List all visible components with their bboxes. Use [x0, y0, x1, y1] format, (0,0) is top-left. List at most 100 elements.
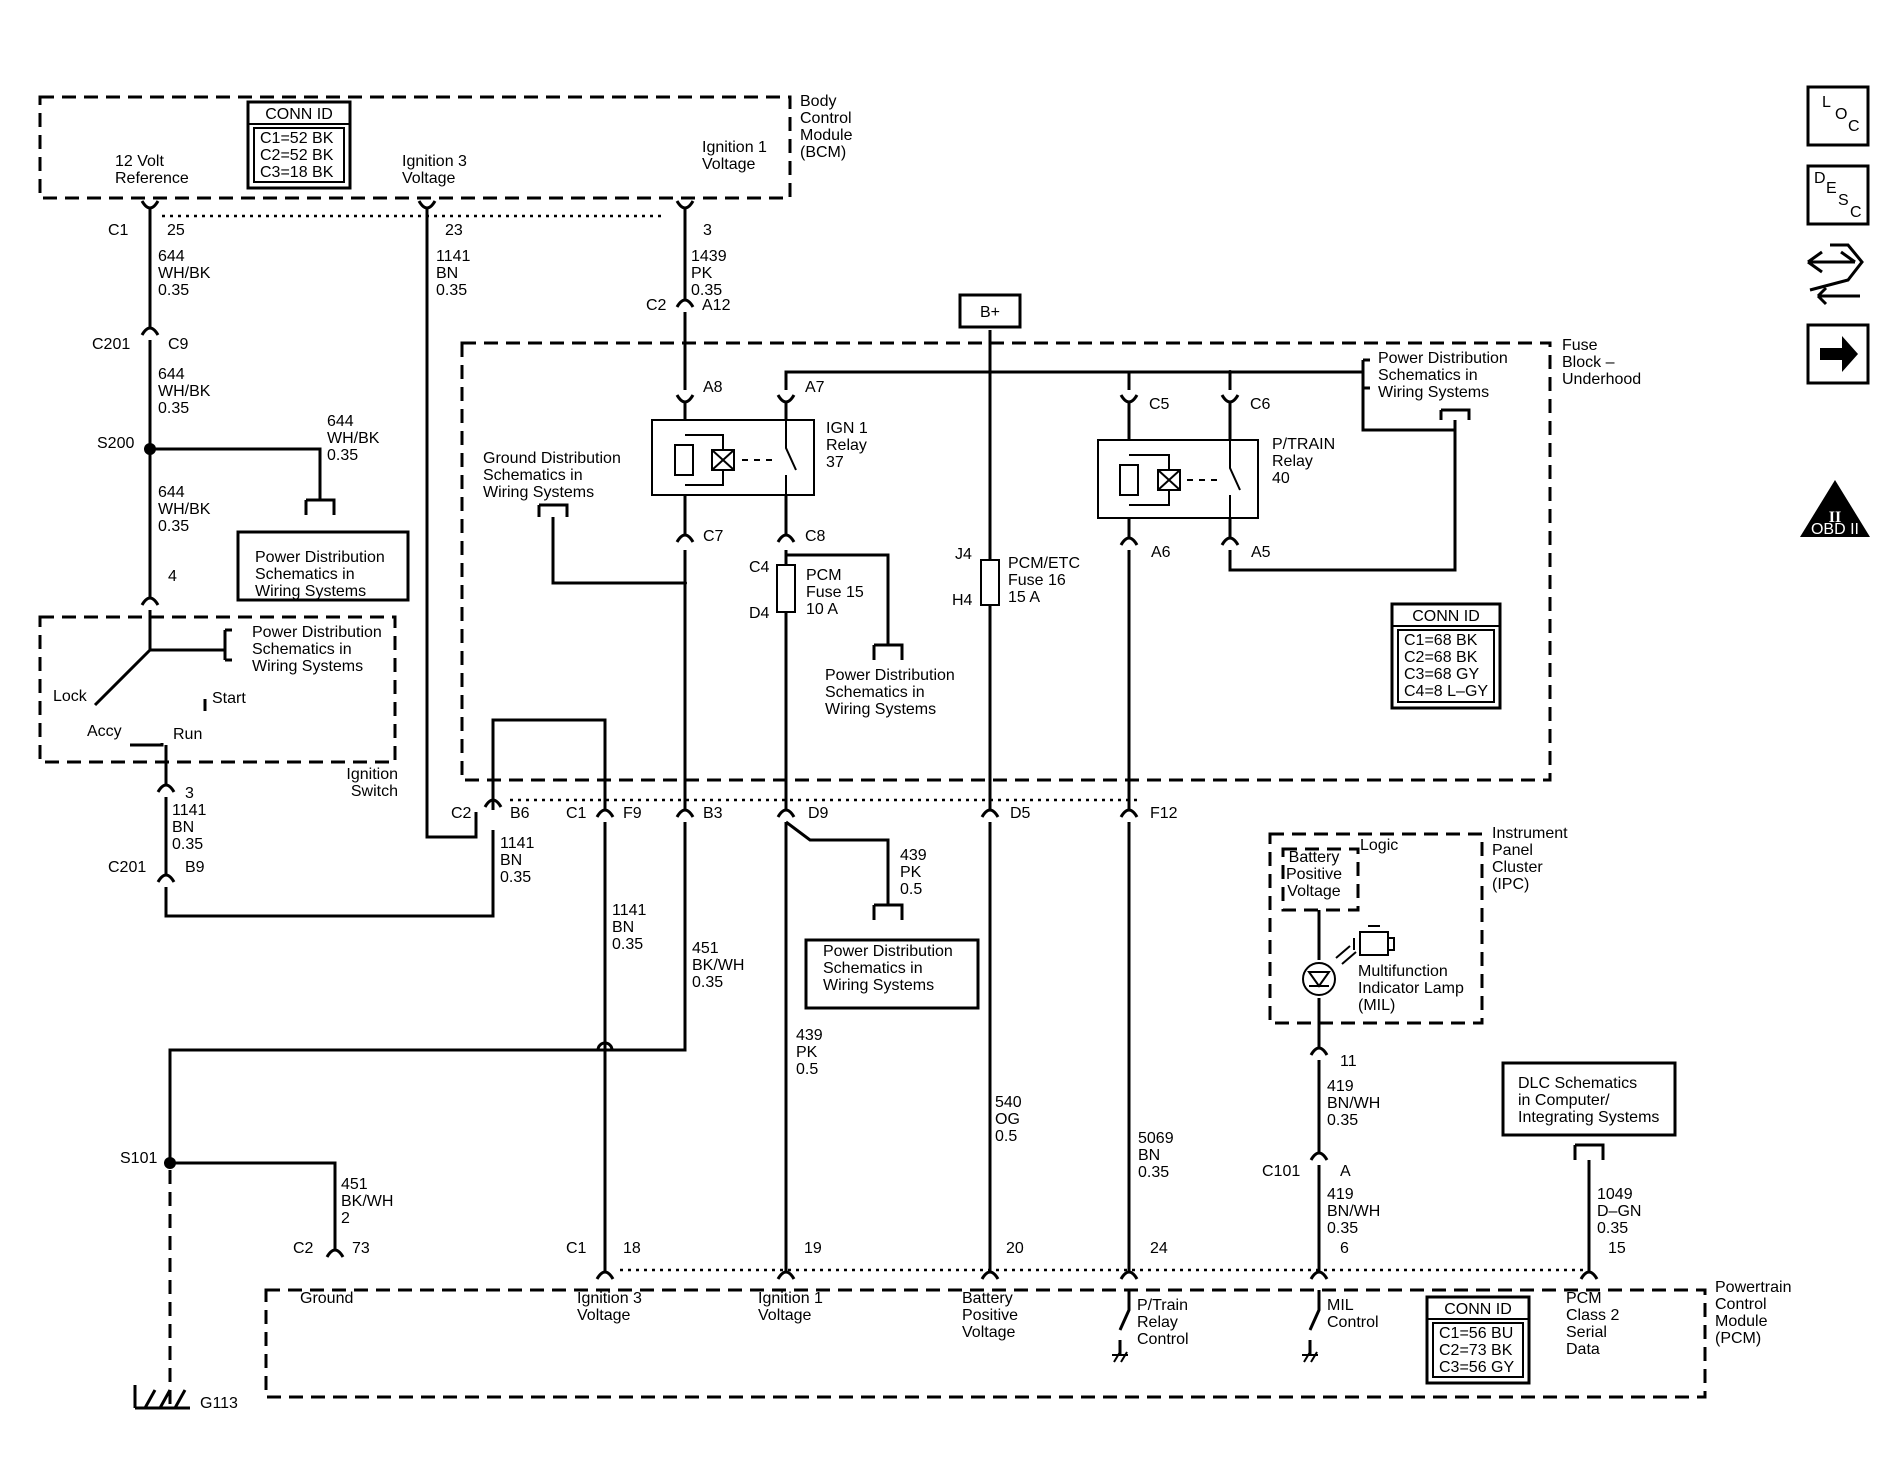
label-c6: C6: [1250, 396, 1271, 413]
connector-pin: [156, 775, 176, 793]
label-c1-mid: C1: [566, 805, 587, 822]
label-c8: C8: [805, 528, 826, 545]
s200-splice: [144, 443, 156, 455]
conn-id-line: C2=52 BK: [260, 147, 334, 164]
conn-id-line: C1=68 BK: [1404, 632, 1478, 649]
label-pin23: 23: [445, 222, 463, 239]
label-f9: F9: [623, 805, 642, 822]
loc-icon[interactable]: LOC: [1806, 85, 1870, 147]
connector-pin: [776, 800, 796, 818]
label-accy: Accy: [87, 723, 122, 740]
svg-text:II: II: [1829, 509, 1841, 526]
label-g113: G113: [200, 1395, 238, 1412]
label-pin18: 18: [623, 1240, 641, 1257]
label-c4: C4: [749, 559, 770, 576]
conn-id-title: CONN ID: [265, 106, 333, 123]
svg-text:E: E: [1826, 180, 1837, 197]
ipc-bpv-box: [1281, 847, 1360, 912]
connector-pin: [1119, 800, 1139, 818]
pcm-etc-fuse-16: [980, 559, 1000, 606]
connector-pin: [675, 525, 695, 543]
label-s200: S200: [97, 435, 134, 452]
conn-id-title: CONN ID: [1412, 608, 1480, 625]
svg-text:L: L: [1822, 94, 1831, 111]
mil-lamp: [1302, 945, 1357, 996]
junctions: [144, 370, 1232, 1169]
connector-pin: [140, 318, 160, 336]
obd2-icon[interactable]: II OBD II: [1800, 480, 1870, 538]
connector-pin: [325, 1240, 345, 1258]
connector-pin: [156, 865, 176, 883]
label-f12: F12: [1150, 805, 1178, 822]
label-c2b: C2: [646, 297, 667, 314]
label-a7: A7: [805, 379, 825, 396]
connector-pin: [595, 800, 615, 818]
conn-id-line: C2=68 BK: [1404, 649, 1478, 666]
conn-id-line: C3=68 GY: [1404, 666, 1479, 683]
fuse-block-boundary: [460, 341, 1552, 782]
label-c9: C9: [168, 336, 189, 353]
connector-symbols: [140, 200, 1599, 1280]
connector-pin: [980, 800, 1000, 818]
label-pin3b: 3: [185, 785, 194, 802]
next-icon[interactable]: [1806, 323, 1870, 385]
label-a12: A12: [702, 297, 731, 314]
label-d9: D9: [808, 805, 829, 822]
label-d5: D5: [1010, 805, 1031, 822]
label-pin24: 24: [1150, 1240, 1168, 1257]
connector-pin: [1220, 528, 1240, 546]
connector-pin: [1309, 1038, 1329, 1056]
label-c201b: C201: [108, 859, 146, 876]
connector-pin: [140, 588, 160, 606]
conn-id-line: C3=56 GY: [1439, 1359, 1514, 1376]
connector-pin: [483, 790, 503, 808]
label-c201a: C201: [92, 336, 130, 353]
connector-pin: [595, 1262, 615, 1280]
label-pin73: 73: [352, 1240, 370, 1257]
connector-pin: [417, 200, 437, 218]
label-c101: C101: [1262, 1163, 1300, 1180]
label-pinA: A: [1340, 1163, 1351, 1180]
svg-text:OBD II: OBD II: [1811, 521, 1859, 538]
conn-id-title: CONN ID: [1444, 1301, 1512, 1318]
diagnostic-icon[interactable]: [1807, 243, 1864, 306]
label-a5: A5: [1251, 544, 1271, 561]
label-a6: A6: [1151, 544, 1171, 561]
connector-pin: [776, 525, 796, 543]
label-c2c: C2: [293, 1240, 314, 1257]
label-h4: H4: [952, 592, 973, 609]
